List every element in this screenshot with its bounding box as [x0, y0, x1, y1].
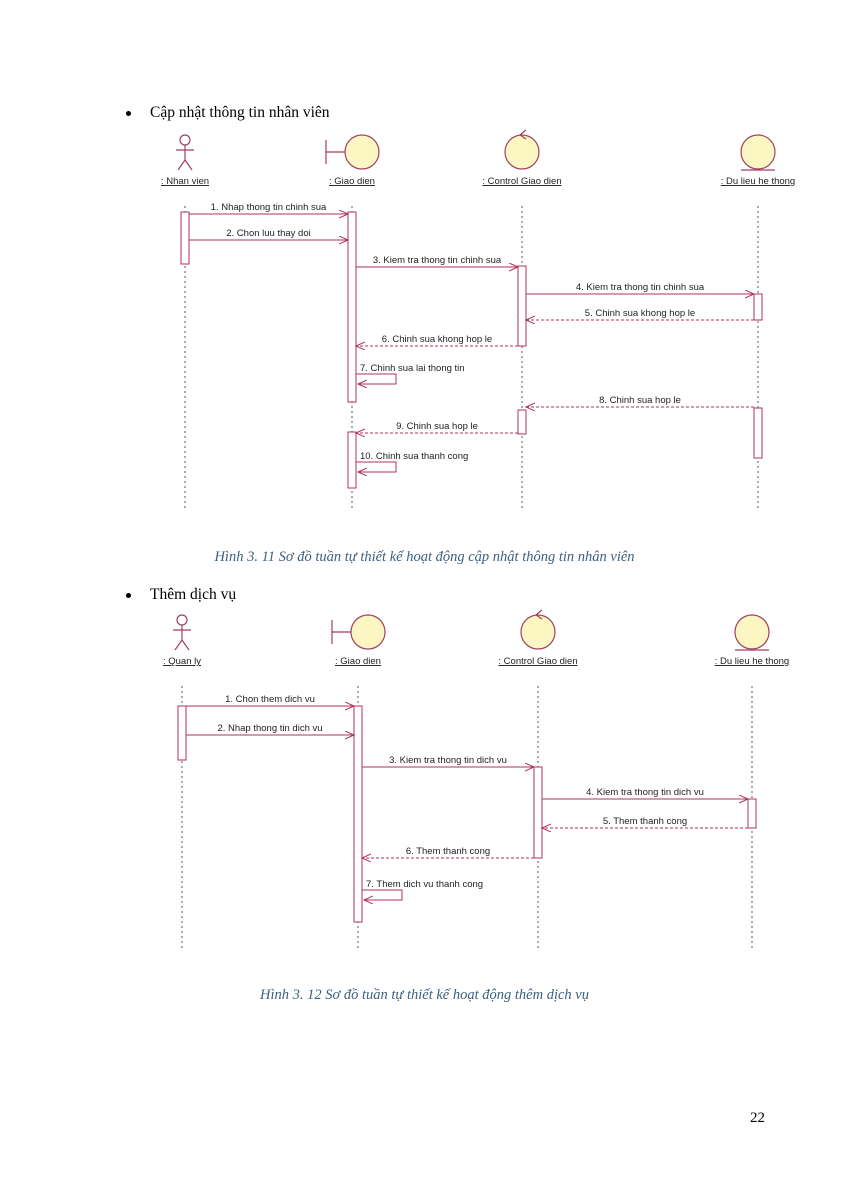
- actor-icon-leg: [177, 159, 186, 171]
- message-label: 5. Them thanh cong: [603, 816, 687, 827]
- activation-bar: [753, 293, 763, 321]
- activation-bar: [347, 431, 357, 489]
- bullet-text: Cập nhật thông tin nhân viên: [150, 104, 330, 121]
- message-label: 8. Chinh sua hop le: [599, 395, 681, 406]
- participant-label: : Quan ly: [163, 656, 201, 667]
- message-label: 7. Them dich vu thanh cong: [366, 879, 483, 890]
- message-label: 4. Kiem tra thong tin chinh sua: [576, 282, 705, 293]
- message-label: 9. Chinh sua hop le: [396, 421, 478, 432]
- sequence-diagram-add-service: : Quan ly : Giao dien : Control Giao dien:…: [163, 609, 789, 948]
- actor-icon-leg: [184, 159, 193, 171]
- figure-caption: Hình 3. 11 Sơ đồ tuần tự thiết kế hoạt đ…: [214, 549, 635, 565]
- participant-label: : Du lieu he thong: [721, 176, 795, 187]
- message-arrow: [356, 373, 397, 384]
- activation-bar: [177, 705, 187, 761]
- figure-caption: Hình 3. 12 Sơ đồ tuần tự thiết kế hoạt đ…: [260, 987, 589, 1003]
- message-label: 5. Chinh sua khong hop le: [585, 308, 695, 319]
- message-label: 7. Chinh sua lai thong tin: [360, 363, 465, 374]
- message-label: 3. Kiem tra thong tin chinh sua: [373, 255, 502, 266]
- actor-icon: [176, 614, 188, 626]
- message-arrow: [362, 889, 403, 900]
- message-label: 1. Nhap thong tin chinh sua: [211, 202, 327, 213]
- bullet-text: Thêm dịch vụ: [150, 586, 237, 603]
- message-label: 6. Chinh sua khong hop le: [382, 334, 492, 345]
- participant-label: : Control Giao dien: [482, 176, 561, 187]
- activation-bar: [517, 409, 527, 435]
- control-icon: [520, 614, 556, 650]
- message-label: 6. Them thanh cong: [406, 846, 490, 857]
- entity-icon: [740, 134, 776, 170]
- participant-label: : Nhan vien: [161, 176, 209, 187]
- activation-bar: [533, 766, 543, 859]
- control-icon-arrow: [518, 129, 527, 140]
- participant-label: : Du lieu he thong: [715, 656, 789, 667]
- sequence-diagram-update-employee: : Nhan vien : Giao dien : Control Giao die…: [161, 129, 795, 510]
- actor-icon-leg: [181, 639, 190, 651]
- message-label: 3. Kiem tra thong tin dich vu: [389, 755, 507, 766]
- message-label: 2. Nhap thong tin dich vu: [217, 723, 322, 734]
- entity-icon: [734, 614, 770, 650]
- boundary-icon: [344, 134, 380, 170]
- page-number: 22: [750, 1110, 765, 1126]
- boundary-icon: [350, 614, 386, 650]
- activation-bar: [347, 211, 357, 403]
- participant-label: : Giao dien: [329, 176, 375, 187]
- message-label: 4. Kiem tra thong tin dich vu: [586, 787, 704, 798]
- activation-bar: [753, 407, 763, 459]
- bullet-icon: [126, 110, 131, 116]
- control-icon-arrow: [534, 609, 543, 620]
- message-arrow: [356, 461, 397, 472]
- control-icon: [504, 134, 540, 170]
- actor-icon: [179, 134, 191, 146]
- message-label: 10. Chinh sua thanh cong: [360, 451, 468, 462]
- activation-bar: [517, 265, 527, 347]
- bullet-item-update-employee: Cập nhật thông tin nhân viên: [126, 104, 330, 122]
- bullet-item-add-service: Thêm dịch vụ: [126, 586, 236, 604]
- activation-bar: [747, 798, 757, 829]
- participant-label: : Giao dien: [335, 656, 381, 667]
- activation-bar: [180, 211, 190, 265]
- message-label: 2. Chon luu thay doi: [226, 228, 311, 239]
- participant-label: : Control Giao dien: [498, 656, 577, 667]
- actor-icon-leg: [174, 639, 183, 651]
- message-label: 1. Chon them dich vu: [225, 694, 315, 705]
- bullet-icon: [126, 592, 131, 598]
- activation-bar: [353, 705, 363, 923]
